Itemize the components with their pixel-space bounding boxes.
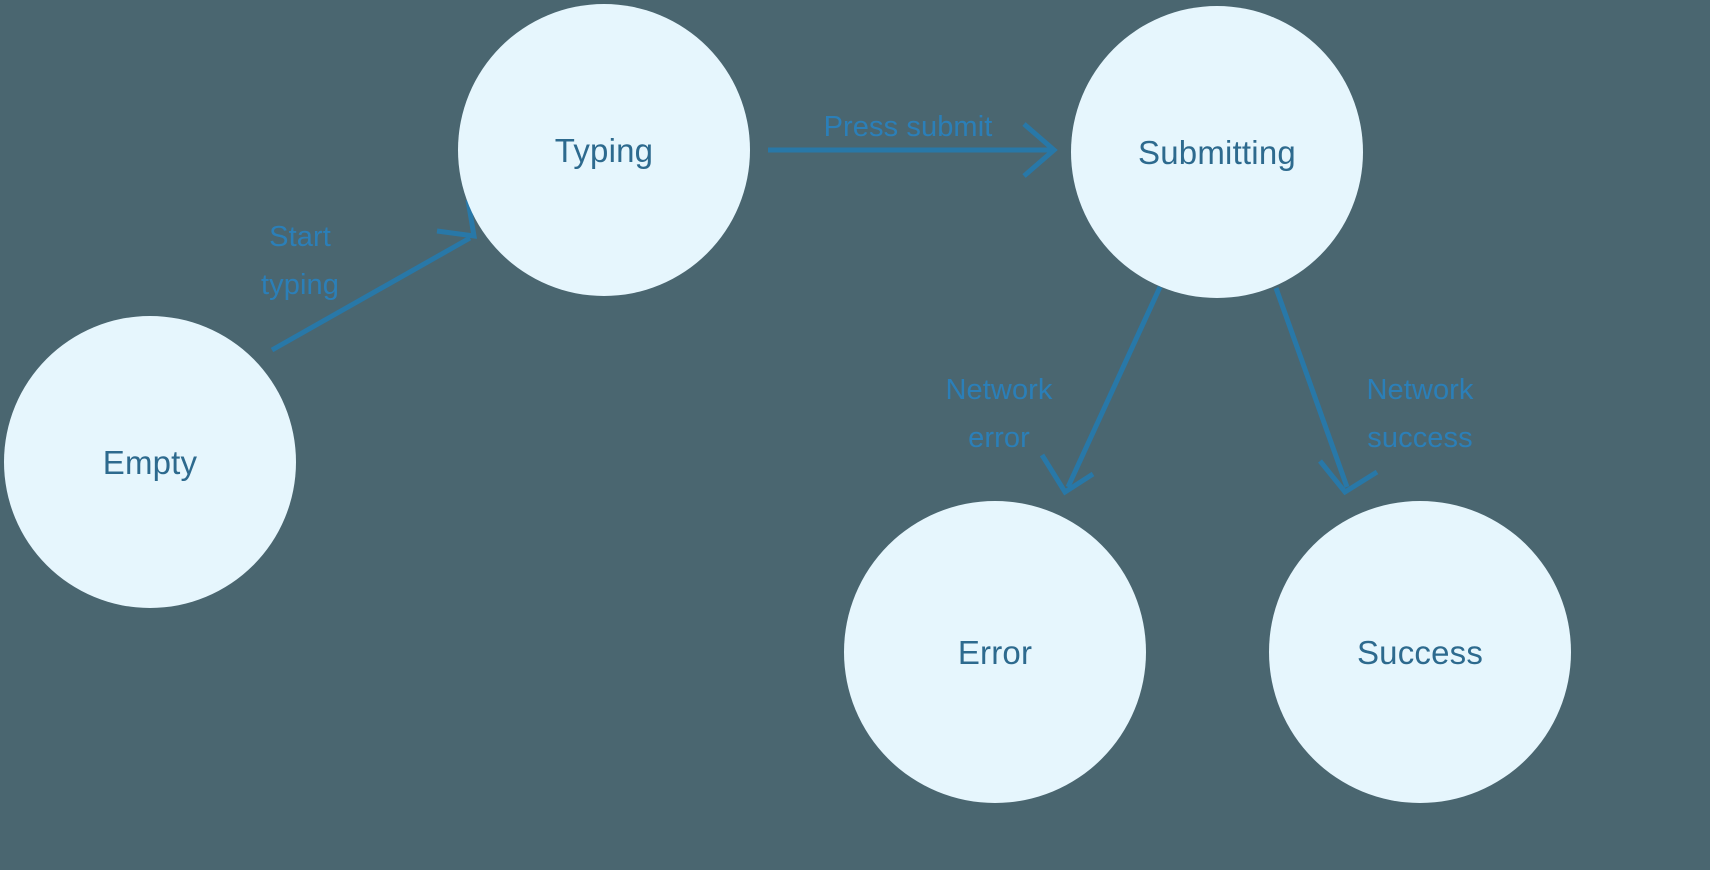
edge-label-network-error: Network error — [889, 319, 1109, 463]
edge-label-network-error-text: Network error — [945, 373, 1053, 454]
node-error-label: Error — [957, 633, 1033, 671]
node-submitting-label: Submitting — [1138, 133, 1296, 171]
node-typing-label: Typing — [554, 131, 654, 169]
node-typing[interactable]: Typing — [458, 4, 750, 296]
edge-label-start-typing-text: Start typing — [261, 220, 339, 301]
node-success-label: Success — [1356, 633, 1484, 671]
node-submitting[interactable]: Submitting — [1071, 6, 1363, 298]
node-error[interactable]: Error — [844, 501, 1146, 803]
node-empty[interactable]: Empty — [4, 316, 296, 608]
node-success[interactable]: Success — [1269, 501, 1571, 803]
edge-label-start-typing: Start typing — [200, 166, 400, 310]
node-empty-label: Empty — [102, 443, 198, 481]
edge-label-press-submit: Press submit — [758, 56, 1058, 152]
edge-label-press-submit-text: Press submit — [823, 110, 993, 143]
edge-label-network-success: Network success — [1300, 319, 1540, 463]
edge-label-network-success-text: Network success — [1366, 373, 1474, 454]
